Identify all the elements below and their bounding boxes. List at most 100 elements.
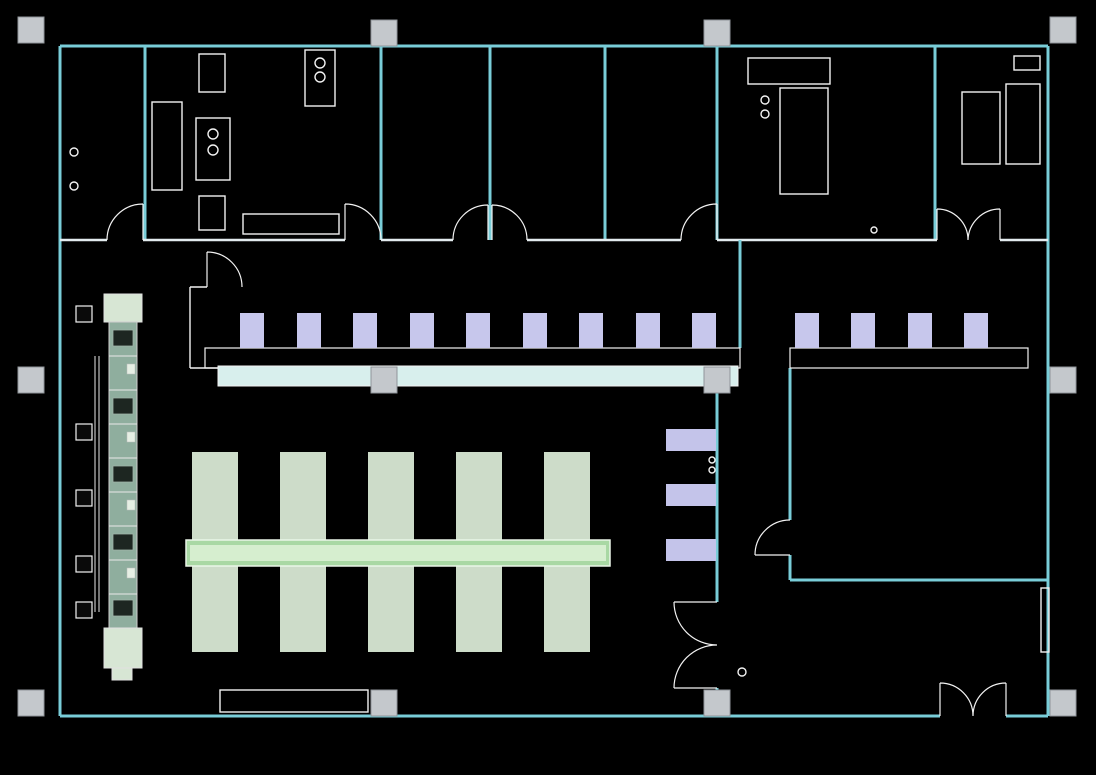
chair: [964, 313, 988, 348]
column: [1049, 366, 1077, 394]
rack-foot: [111, 667, 133, 681]
sink-unit: [304, 49, 336, 107]
rack-shelf-lines: [109, 355, 137, 595]
counter-left-outline: [204, 347, 741, 369]
shelf: [1013, 55, 1041, 71]
wall-port: [75, 601, 93, 619]
bottom-wall-unit: [219, 689, 369, 713]
misc-fixtures: [219, 587, 1050, 713]
wall-port: [75, 555, 93, 573]
wall-port: [75, 489, 93, 507]
door-hall-interior: [206, 251, 243, 288]
chair: [523, 313, 547, 348]
work-counter: [242, 213, 340, 235]
rack-module: [112, 465, 134, 483]
rack-module: [112, 599, 134, 617]
chair: [579, 313, 603, 348]
column: [17, 689, 45, 717]
side-desk: [666, 539, 716, 561]
rack-chip: [126, 431, 136, 443]
counter-right-outline: [789, 347, 1029, 369]
rack-module: [112, 329, 134, 347]
rack-module: [112, 533, 134, 551]
sink-basin: [314, 57, 326, 69]
equipment-rack: [75, 293, 143, 681]
double-door-central-wall: [673, 601, 718, 689]
chair: [636, 313, 660, 348]
right-wall-unit: [1040, 587, 1050, 653]
stove: [195, 117, 231, 181]
room6-fixtures: [747, 57, 878, 234]
wall-port: [75, 305, 93, 323]
column: [17, 366, 45, 394]
column: [370, 19, 398, 47]
door-right-room: [754, 519, 791, 556]
column: [17, 16, 45, 44]
room7-fixtures: [961, 55, 1041, 165]
chair: [851, 313, 875, 348]
wall-fixture-circle: [760, 109, 770, 119]
wall-port: [75, 423, 93, 441]
chair: [353, 313, 377, 348]
rack-bottom-cap: [103, 627, 143, 669]
column: [370, 366, 398, 394]
door-room3: [452, 204, 489, 241]
door-room2: [344, 203, 382, 241]
side-desks: [666, 429, 716, 561]
burner: [207, 128, 219, 140]
counter-unit: [151, 101, 183, 191]
side-desk: [666, 484, 716, 506]
rack-chip: [126, 363, 136, 375]
chair: [692, 313, 716, 348]
sink-basin: [314, 71, 326, 83]
wall-fixture-circle: [760, 95, 770, 105]
side-desk: [666, 429, 716, 451]
column: [703, 689, 731, 717]
doors: [106, 203, 1007, 717]
dresser: [747, 57, 831, 85]
cabinet: [961, 91, 1001, 165]
wall-fixture-circle: [69, 181, 79, 191]
wall-fixture-circle: [870, 226, 878, 234]
rack-chip: [126, 499, 136, 511]
counter-left-top: [217, 365, 739, 387]
column: [1049, 16, 1077, 44]
counter-end-wall: [189, 286, 218, 369]
double-door-exterior: [939, 682, 1007, 717]
cabinet: [198, 53, 226, 93]
room1-fixtures: [69, 147, 79, 191]
chair: [466, 313, 490, 348]
rack-top-cap: [103, 293, 143, 323]
service-counters: [204, 347, 1029, 387]
door-room5: [680, 203, 718, 241]
cross-bench-core: [190, 545, 606, 561]
column: [370, 689, 398, 717]
chair: [908, 313, 932, 348]
wall-fixture-circle: [708, 456, 716, 464]
wall-fixture-circle: [737, 667, 747, 677]
door-room4: [491, 204, 528, 241]
rack-module: [112, 397, 134, 415]
counter-chairs: [240, 313, 988, 348]
wall-fixture-circle: [69, 147, 79, 157]
column: [1049, 689, 1077, 717]
structural-columns: [17, 16, 1077, 717]
rack-rail: [94, 356, 100, 612]
chair: [240, 313, 264, 348]
double-door-room7: [936, 208, 1001, 241]
column: [703, 366, 731, 394]
door-room1: [106, 203, 144, 241]
chair: [297, 313, 321, 348]
chair: [795, 313, 819, 348]
burner: [207, 144, 219, 156]
interior-walls: [60, 46, 1048, 716]
cabinet: [1005, 83, 1041, 165]
bed: [779, 87, 829, 195]
wall-fixture-circle: [708, 466, 716, 474]
cabinet: [198, 195, 226, 231]
rack-chip: [126, 567, 136, 579]
long-tables: [185, 452, 611, 652]
exterior-walls: [58, 44, 1050, 718]
column: [703, 19, 731, 47]
chair: [410, 313, 434, 348]
